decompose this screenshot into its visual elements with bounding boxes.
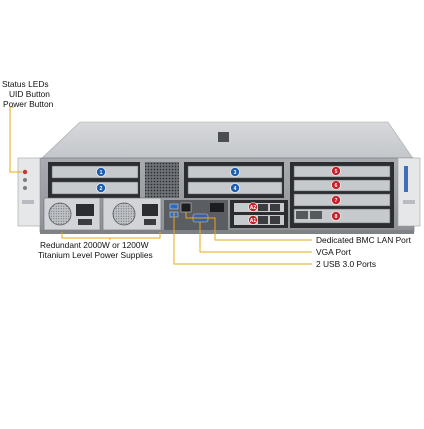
slot-badge-label: 3 xyxy=(234,170,237,176)
right-rack-ear xyxy=(397,157,421,227)
slot-badge-1 xyxy=(96,167,106,177)
brand-label xyxy=(404,166,408,192)
vent-grille xyxy=(145,162,179,198)
leader-line-bmc xyxy=(185,212,312,241)
psu-fan-icon xyxy=(48,202,72,226)
chassis-label-plate xyxy=(218,132,229,142)
riser-slot xyxy=(293,179,391,192)
slot-badge-label: A2 xyxy=(250,205,257,211)
usb-port xyxy=(169,203,179,210)
uid-button-label: UID Button xyxy=(9,89,50,99)
uid-button-icon xyxy=(23,178,27,182)
riser-slot xyxy=(293,165,391,178)
riser-slot xyxy=(51,165,139,179)
usb-label: 2 USB 3.0 Ports xyxy=(316,259,377,269)
psu-label-line1: Redundant 2000W or 1200W xyxy=(40,240,149,250)
left-rack-ear xyxy=(17,157,41,227)
status-led-icon xyxy=(22,169,28,175)
leader-line-usb xyxy=(173,212,312,265)
slot-badge-4 xyxy=(230,183,240,193)
slot-badge-label: 5 xyxy=(335,169,338,175)
leader-line-front-panel xyxy=(9,107,22,173)
slot-badge-6 xyxy=(331,180,341,190)
slot-badge-5 xyxy=(331,166,341,176)
slot-badge-a2 xyxy=(248,202,258,212)
leader-line-psu xyxy=(61,232,161,239)
slot-badge-label: A1 xyxy=(250,218,257,224)
status-leds-label: Status LEDs xyxy=(2,79,49,89)
psu-label-line2: Titanium Level Power Supplies xyxy=(38,250,153,260)
slot-badge-a1 xyxy=(248,215,258,225)
psu-fan-icon xyxy=(112,202,136,226)
slot-badge-label: 7 xyxy=(335,198,338,204)
riser-slot xyxy=(51,181,139,195)
bmc-lan-port xyxy=(180,202,192,213)
vga-label: VGA Port xyxy=(316,247,351,257)
slot-badge-label: 2 xyxy=(100,186,103,192)
slot-badge-3 xyxy=(230,167,240,177)
slot-badge-label: 1 xyxy=(100,170,103,176)
power-button-label: Power Button xyxy=(3,99,54,109)
power-button-icon xyxy=(23,186,27,190)
slot-badge-7 xyxy=(331,195,341,205)
slot-badge-label: 4 xyxy=(234,186,237,192)
riser-slot xyxy=(293,208,391,224)
slot-badge-label: 8 xyxy=(335,214,338,220)
slot-badge-label: 6 xyxy=(335,183,338,189)
bmc-lan-label: Dedicated BMC LAN Port xyxy=(316,235,411,245)
slot-badge-8 xyxy=(331,211,341,221)
leader-line-vga xyxy=(199,222,312,253)
slot-badge-2 xyxy=(96,183,106,193)
riser-slot xyxy=(293,193,391,207)
